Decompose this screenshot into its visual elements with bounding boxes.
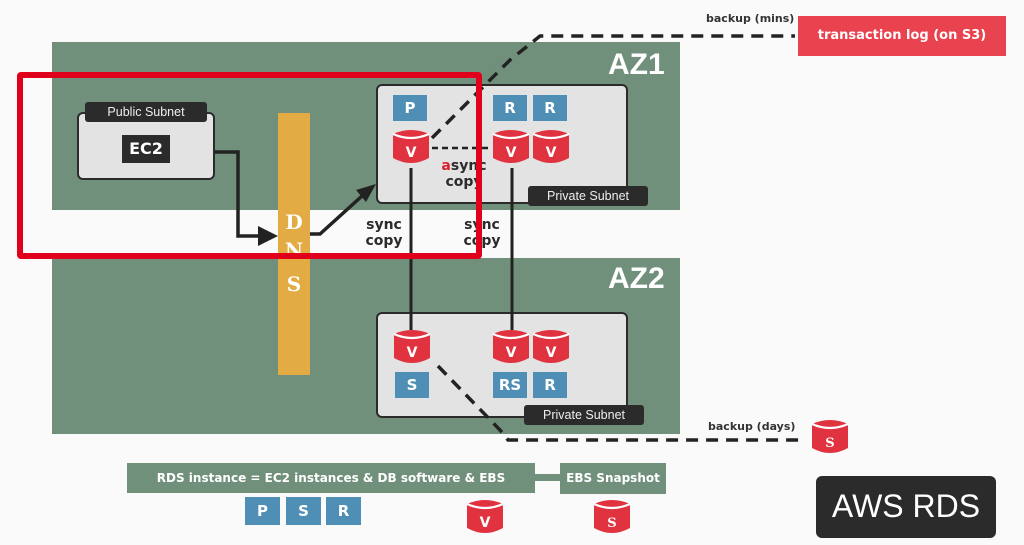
dns-letter-d: D xyxy=(285,210,303,234)
legend-snapshot-icon: S xyxy=(592,498,632,535)
svg-text:S: S xyxy=(825,436,834,451)
replica-instance: R xyxy=(493,95,527,121)
svg-text:V: V xyxy=(506,345,517,361)
volume-icon: V xyxy=(491,128,531,165)
primary-instance: P xyxy=(393,95,427,121)
replica-instance: R xyxy=(533,95,567,121)
backup-days-label: backup (days) xyxy=(708,420,796,433)
ec2-instance: EC2 xyxy=(122,135,170,163)
highlight-rectangle xyxy=(17,72,482,259)
dns-bar xyxy=(278,113,310,375)
arrowhead-icon xyxy=(258,226,278,246)
ec2-to-dns-arrow xyxy=(215,150,262,238)
az1-label: AZ1 xyxy=(608,48,665,81)
snapshot-volume-icon: S xyxy=(810,418,850,455)
svg-text:V: V xyxy=(506,145,517,161)
async-first-letter: a xyxy=(441,158,451,174)
replica-instance: R xyxy=(533,372,567,398)
dns-letter-s: S xyxy=(286,272,302,296)
aws-rds-badge: AWS RDS xyxy=(816,476,996,538)
rds-equation-bar: RDS instance = EC2 instances & DB softwa… xyxy=(127,463,535,515)
legend-replica: R xyxy=(326,497,361,525)
svg-text:V: V xyxy=(546,145,557,161)
volume-icon: V xyxy=(391,128,431,165)
volume-icon: V xyxy=(531,128,571,165)
backup-mins-line xyxy=(430,34,795,140)
volume-icon: V xyxy=(491,328,531,365)
svg-text:V: V xyxy=(546,345,557,361)
standby-instance: S xyxy=(395,372,429,398)
legend-standby: S xyxy=(286,497,321,525)
sync-copy-line2: copy xyxy=(365,233,403,249)
legend-connector xyxy=(535,474,560,481)
dns-to-primary-arrow xyxy=(310,194,364,236)
az2-private-subnet xyxy=(376,312,628,418)
svg-text:V: V xyxy=(406,145,417,161)
backup-days-line xyxy=(436,364,800,442)
replica-standby-instance: RS xyxy=(493,372,527,398)
arrowhead-icon xyxy=(356,184,376,202)
svg-text:S: S xyxy=(607,516,616,531)
backup-mins-label: backup (mins) xyxy=(706,12,795,25)
legend-volume-icon: V xyxy=(465,498,505,535)
transaction-log-box: transaction log (on S3) xyxy=(798,16,1006,56)
sync-copy-line1: sync xyxy=(366,217,402,233)
svg-text:V: V xyxy=(480,515,491,531)
svg-text:V: V xyxy=(407,345,418,361)
volume-icon: V xyxy=(392,328,432,365)
async-copy-line2: copy xyxy=(445,174,483,190)
legend-primary: P xyxy=(245,497,280,525)
ebs-snapshot-bar: EBS Snapshot xyxy=(560,463,666,494)
az2-label: AZ2 xyxy=(608,262,665,295)
az2-private-subnet-tag: Private Subnet xyxy=(524,405,644,425)
az1-private-subnet-tag: Private Subnet xyxy=(528,186,648,206)
public-subnet-tag: Public Subnet xyxy=(85,102,207,122)
volume-icon: V xyxy=(531,328,571,365)
sync-copy-label: sync copy xyxy=(354,217,414,249)
